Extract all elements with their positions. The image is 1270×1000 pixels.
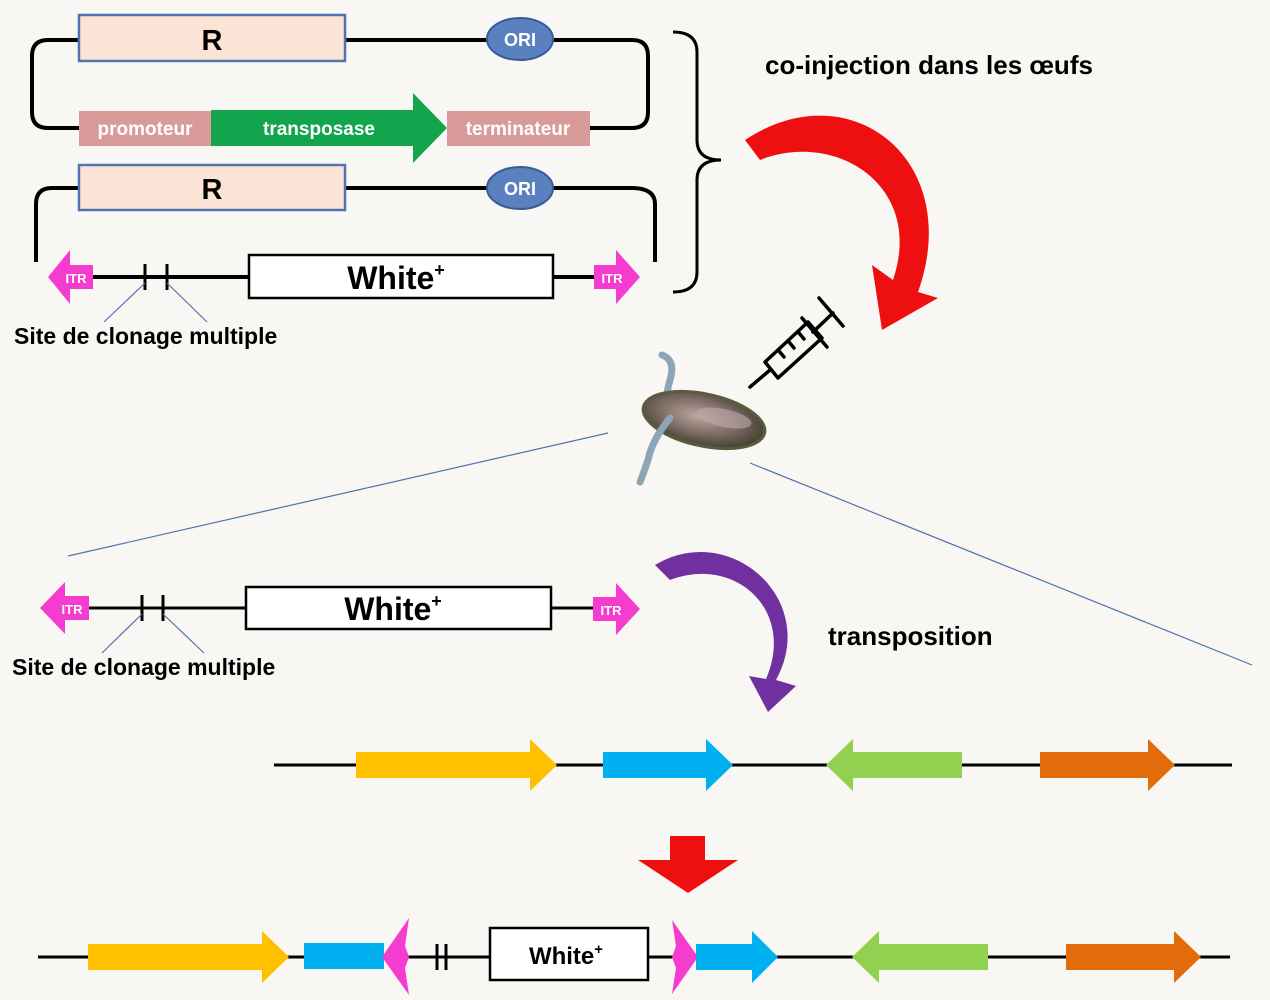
coinjection-brace [672,30,722,294]
result-gene-green [852,931,988,983]
plasmid2-itr-right [594,250,640,304]
transposase-label: transposase [263,119,375,140]
result-arrow [638,836,738,893]
promoter-box [79,111,211,146]
result-gene-orange [1066,931,1201,983]
terminator-box [447,111,590,146]
result-itr-left [382,918,409,995]
plasmid-white: R ORI ITR White+ ITR Site de clonage mul… [14,163,657,349]
plasmid2-itr-left [48,250,93,304]
zoom-itr-left [40,582,89,634]
zoom-itr-left-label: ITR [62,602,84,617]
plasmid2-backbone [34,186,657,262]
plasmid1-backbone [30,38,650,130]
plasmid2-white-box [247,253,555,300]
plasmid1-r-box [77,13,347,63]
gene-orange [1040,739,1175,791]
plasmid2-r-label: R [202,174,223,206]
plasmid2-itr-right-label: ITR [602,271,624,286]
zoom-mcs-pointer-1 [101,613,143,654]
gene-green [826,739,962,791]
zoom-white-label: White+ [344,591,442,627]
terminator-label: terminateur [466,119,571,140]
result-gene-yellow [88,931,289,983]
zoom-itr-right [593,583,640,635]
genome-after: White+ [38,918,1230,995]
plasmid2-ori [486,166,554,210]
plasmid2-ori-label: ORI [504,179,536,199]
mcs-pointer-2 [166,282,208,323]
transposition-label: transposition [828,621,993,651]
zoom-construct: ITR White+ ITR Site de clonage multiple [12,582,640,680]
gene-yellow [356,739,557,791]
plasmid1-ori [486,17,554,61]
result-itr-right [672,920,698,994]
mosquito-egg-icon [636,351,767,486]
mcs-pointer-1 [103,282,146,323]
coinjection-label: co-injection dans les œufs [765,50,1093,80]
plasmid2-white-label: White+ [347,260,445,296]
gene-blue [603,739,733,791]
plasmid1-ori-label: ORI [504,30,536,50]
genome-before [274,739,1232,791]
promoter-label: promoteur [98,119,194,140]
plasmid-transposase: R ORI promoteur transposase terminateur [30,13,650,163]
zoom-itr-right-label: ITR [601,603,623,618]
zoom-mcs-pointer-2 [162,613,205,654]
result-gene-blue-left [304,943,384,969]
transposition-arrow [655,552,796,712]
zoom-line-right [749,462,1253,666]
plasmid2-mcs-label: Site de clonage multiple [14,323,277,349]
zoom-mcs-label: Site de clonage multiple [12,654,275,680]
injection-arrow [745,115,938,331]
plasmid2-itr-left-label: ITR [66,271,88,286]
transposase-arrow [211,93,447,163]
result-white-box [488,926,650,982]
zoom-white-box [244,585,553,631]
syringe-icon [748,296,845,389]
zoom-line-left [67,432,609,557]
result-gene-blue-right [696,931,778,983]
plasmid1-r-label: R [202,25,223,57]
plasmid2-r-box [77,163,347,212]
result-white-label: White+ [529,941,603,970]
